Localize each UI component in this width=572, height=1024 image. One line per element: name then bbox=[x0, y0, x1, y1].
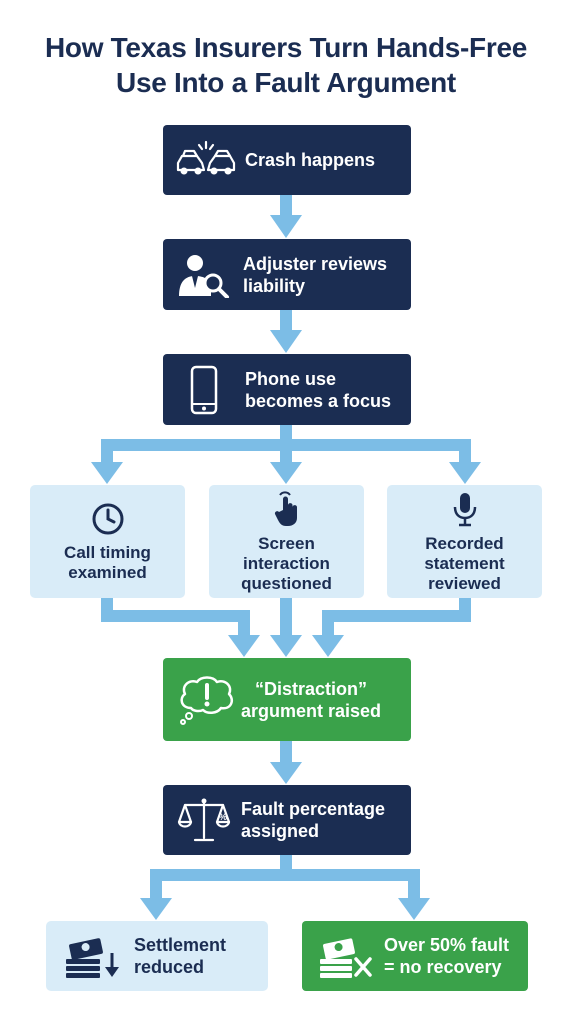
branch-left-shaft bbox=[101, 439, 113, 465]
arrow-head-crash-adjuster bbox=[270, 215, 302, 238]
step-adjuster-label: Adjuster reviews liability bbox=[243, 253, 388, 296]
merge-right-across bbox=[322, 610, 471, 622]
adjuster-magnifier-icon bbox=[175, 252, 231, 298]
branch-right-shaft bbox=[459, 439, 471, 465]
step-recorded-label: Recorded statement reviewed bbox=[424, 533, 505, 593]
money-down-icon bbox=[64, 933, 122, 979]
svg-text:%: % bbox=[219, 812, 227, 822]
branch-right-head bbox=[449, 462, 481, 484]
step-crash-happens: Crash happens bbox=[163, 125, 411, 195]
split-right-shaft bbox=[408, 869, 420, 901]
car-crash-icon bbox=[175, 140, 237, 180]
step-no-recovery: Over 50% fault = no recovery bbox=[302, 921, 528, 991]
merge-right-shaft bbox=[322, 610, 334, 638]
tap-hand-icon bbox=[269, 490, 305, 528]
title-line-2: Use Into a Fault Argument bbox=[116, 67, 456, 98]
step-crash-label: Crash happens bbox=[245, 150, 376, 170]
thought-bubble-alert-icon bbox=[177, 674, 237, 726]
branch-mid-head bbox=[270, 462, 302, 484]
step-recorded-statement: Recorded statement reviewed bbox=[387, 485, 542, 598]
branch-mid-shaft bbox=[280, 439, 292, 465]
merge-mid-head bbox=[270, 635, 302, 657]
page-title: How Texas Insurers Turn Hands-Free Use I… bbox=[0, 30, 572, 100]
arrow-head-distraction-fault bbox=[270, 762, 302, 784]
arrow-shaft-distraction-fault bbox=[280, 741, 292, 765]
merge-left-shaft bbox=[238, 610, 250, 638]
merge-left-head bbox=[228, 635, 260, 657]
microphone-icon bbox=[447, 490, 483, 528]
step-call-timing: Call timing examined bbox=[30, 485, 185, 598]
arrow-head-adjuster-phone bbox=[270, 330, 302, 353]
merge-mid-shaft bbox=[280, 598, 292, 638]
step-distraction-argument: “Distraction” argument raised bbox=[163, 658, 411, 741]
step-distraction-label: “Distraction” argument raised bbox=[241, 678, 382, 721]
step-settlement-reduced: Settlement reduced bbox=[46, 921, 268, 991]
balance-scale-icon: % bbox=[177, 796, 231, 844]
arrow-shaft-crash-adjuster bbox=[280, 195, 292, 218]
step-phone-use: Phone use becomes a focus bbox=[163, 354, 411, 425]
split-left-head bbox=[140, 898, 172, 920]
smartphone-icon bbox=[187, 365, 221, 415]
step-screen-label: Screen interaction questioned bbox=[241, 533, 332, 593]
clock-icon bbox=[90, 501, 126, 537]
merge-right-head bbox=[312, 635, 344, 657]
merge-left-across bbox=[101, 610, 250, 622]
step-call-timing-label: Call timing examined bbox=[64, 542, 151, 582]
step-phone-label: Phone use becomes a focus bbox=[245, 368, 392, 411]
money-denied-icon bbox=[318, 933, 374, 979]
step-settlement-label: Settlement reduced bbox=[134, 935, 227, 977]
split-bar-fault bbox=[150, 869, 420, 881]
split-left-shaft bbox=[150, 869, 162, 901]
arrow-shaft-adjuster-phone bbox=[280, 310, 292, 333]
step-fault-percentage: % Fault percentage assigned bbox=[163, 785, 411, 855]
step-no-recovery-label: Over 50% fault = no recovery bbox=[384, 935, 510, 977]
step-screen-interaction: Screen interaction questioned bbox=[209, 485, 364, 598]
step-adjuster-reviews: Adjuster reviews liability bbox=[163, 239, 411, 310]
step-fault-label: Fault percentage assigned bbox=[241, 799, 386, 841]
split-right-head bbox=[398, 898, 430, 920]
branch-left-head bbox=[91, 462, 123, 484]
title-line-1: How Texas Insurers Turn Hands-Free bbox=[44, 32, 527, 63]
